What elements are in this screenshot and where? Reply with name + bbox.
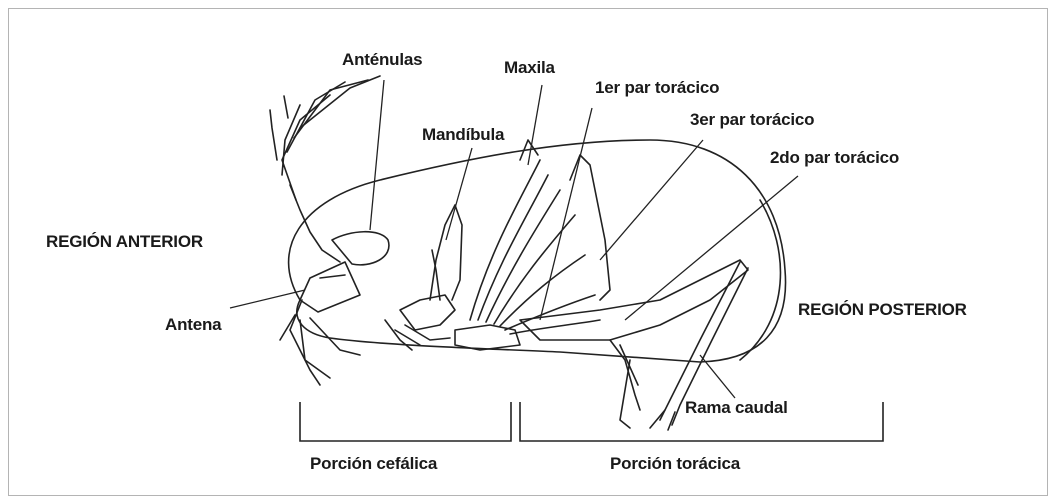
label-porcion-toracica: Porción torácica (610, 454, 740, 474)
leader-rama-caudal (700, 355, 735, 398)
leader-maxila (528, 85, 542, 165)
leader-primer-par (540, 108, 592, 320)
label-rama-caudal: Rama caudal (685, 398, 788, 418)
label-tercer-par: 3er par torácico (690, 110, 814, 130)
mandible-parts (385, 205, 462, 350)
label-region-anterior: REGIÓN ANTERIOR (46, 232, 203, 252)
bracket-cefalica (300, 402, 511, 441)
label-antenulas: Anténulas (342, 50, 422, 70)
antennule (270, 76, 380, 262)
inner-curve (740, 200, 780, 360)
label-antena: Antena (165, 315, 221, 335)
label-segundo-par: 2do par torácico (770, 148, 899, 168)
leader-antenulas (370, 80, 384, 230)
label-maxila: Maxila (504, 58, 555, 78)
label-region-posterior: REGIÓN POSTERIOR (798, 300, 967, 320)
label-mandibula: Mandíbula (422, 125, 504, 145)
label-porcion-cefalica: Porción cefálica (310, 454, 437, 474)
leader-tercer-par (600, 140, 703, 260)
leader-antena (230, 290, 305, 308)
thoracic-legs (520, 155, 748, 428)
label-primer-par: 1er par torácico (595, 78, 719, 98)
